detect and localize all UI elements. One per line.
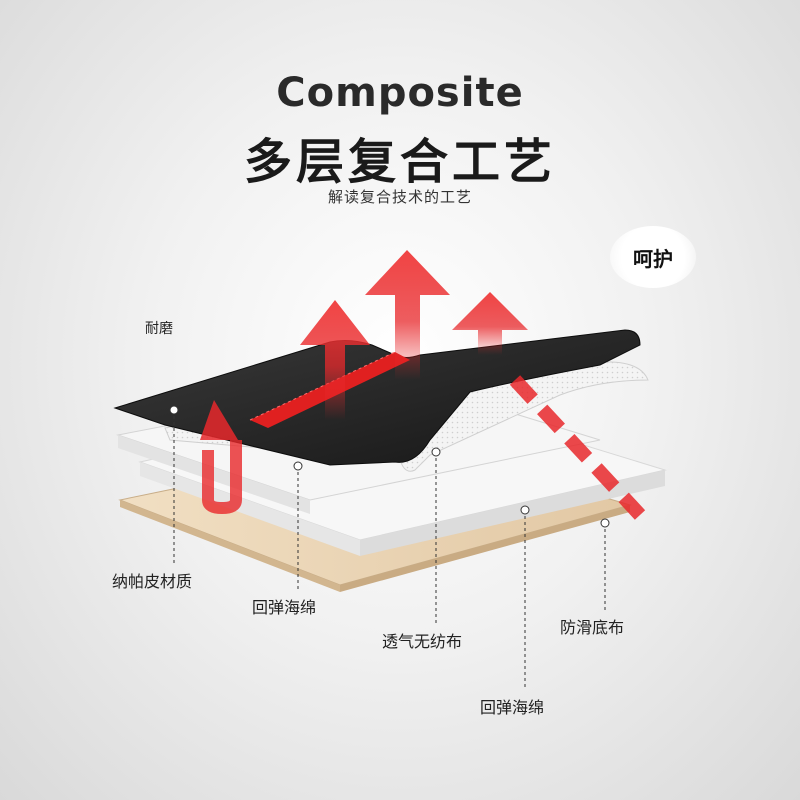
arrow-curl-left [200,400,242,515]
care-badge: 呵护 [610,226,696,288]
leader-lines [173,410,606,690]
label-sponge-top: 回弹海绵 [252,598,317,617]
leader-dots [169,405,610,528]
label-sponge-bottom: 回弹海绵 [480,698,545,717]
arrow-up-left [300,300,370,420]
label-wear-resistant: 耐磨 [145,321,173,337]
title-chinese: 多层复合工艺 [243,134,556,190]
arrow-up-center [365,250,450,380]
label-antislip-fabric: 防滑底布 [560,618,625,637]
subtitle: 解读复合技术的工艺 [327,188,472,206]
title-english: Composite [276,70,524,116]
arrow-diagonal-dashed [509,375,646,520]
label-nappa-leather: 纳帕皮材质 [112,572,193,591]
label-nonwoven: 透气无纺布 [382,632,463,651]
arrow-up-right [452,292,528,355]
care-badge-text: 呵护 [633,246,673,271]
